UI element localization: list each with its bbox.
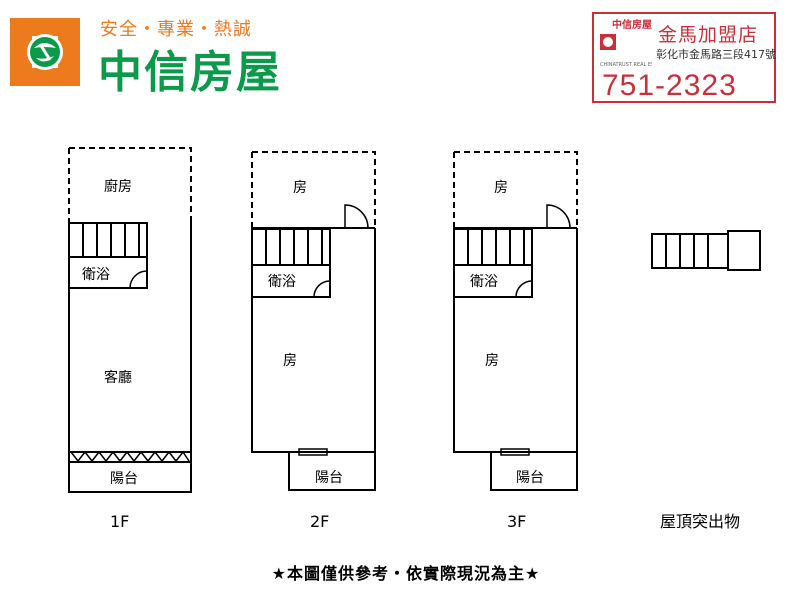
brand-name: 中信房屋	[98, 47, 282, 98]
room-label-kitchen: 廚房	[104, 178, 132, 195]
floor-label-3f: 3F	[507, 512, 526, 531]
roof-structure	[651, 230, 761, 271]
shop-mini-brand: 中信房屋	[612, 20, 652, 31]
floor-label-1f: 1F	[110, 512, 129, 531]
room-label-balcony-2f: 陽台	[315, 470, 343, 486]
shop-address: 彰化市金馬路三段417號	[656, 48, 776, 61]
floor-label-2f: 2F	[310, 512, 329, 531]
shop-card: CHINATRUST REAL ESTATE CO. 中信房屋 金馬加盟店 彰化…	[592, 12, 776, 103]
room-label-bath-2f: 衛浴	[268, 274, 296, 290]
shop-logo-icon: CHINATRUST REAL ESTATE CO.	[600, 34, 652, 68]
svg-text:CHINATRUST REAL ESTATE CO.: CHINATRUST REAL ESTATE CO.	[600, 62, 652, 68]
shop-phone: 751-2323	[602, 69, 737, 102]
floor-plan-2f	[251, 151, 376, 491]
disclaimer: ★本圖僅供參考・依實際現況為主★	[271, 564, 541, 583]
room-label-balcony-3f: 陽台	[516, 470, 544, 486]
brand-slogan: 安全・專業・熱誠	[100, 19, 252, 40]
floor-label-roof: 屋頂突出物	[660, 512, 740, 531]
floor-plan-1f	[68, 147, 192, 493]
shop-title: 金馬加盟店	[658, 24, 759, 46]
floor-plan-3f	[453, 151, 578, 491]
room-label-room-2f-top: 房	[293, 180, 307, 196]
room-label-room-2f: 房	[283, 353, 297, 369]
room-label-room-3f: 房	[485, 353, 499, 369]
room-label-balcony-1f: 陽台	[110, 471, 138, 487]
brand-logo	[10, 18, 80, 86]
room-label-room-3f-top: 房	[494, 180, 508, 196]
room-label-bath-3f: 衛浴	[470, 274, 498, 290]
room-label-living: 客廳	[104, 369, 132, 386]
room-label-bath-1f: 衛浴	[82, 267, 110, 283]
